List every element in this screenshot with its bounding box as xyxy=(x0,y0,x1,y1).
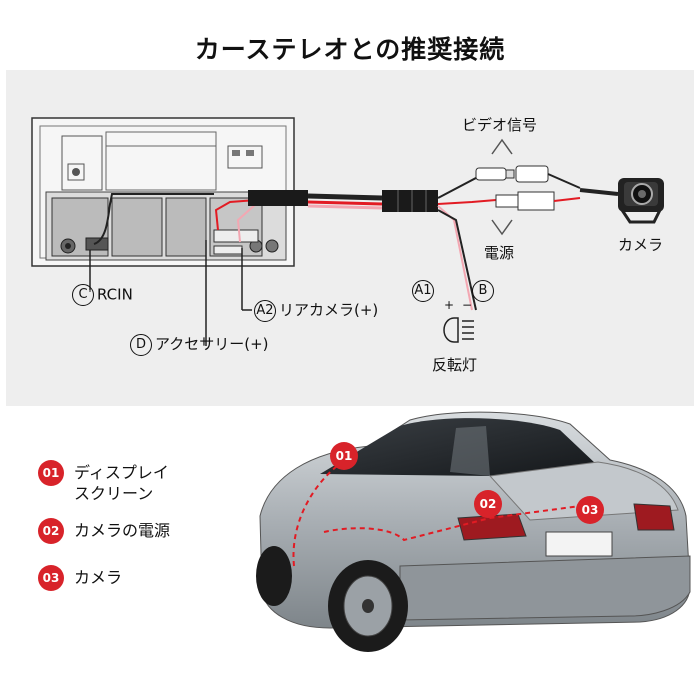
reverse-light-label: 反転灯 xyxy=(432,356,478,374)
b-letter: B xyxy=(472,280,494,302)
car-badge-01: 01 xyxy=(330,442,358,470)
b-label: B xyxy=(472,280,497,302)
plus-sign: + xyxy=(444,298,455,312)
accessory-text: アクセサリー(+) xyxy=(155,335,269,353)
legend-badge: 01 xyxy=(38,460,64,486)
rcin-letter: C xyxy=(72,284,94,306)
minus-sign: − xyxy=(462,298,473,312)
rcin-text: RCIN xyxy=(97,285,133,304)
legend-badge: 02 xyxy=(38,518,64,544)
pointer-lines xyxy=(89,240,252,346)
reverse-light-icon xyxy=(443,317,474,343)
camera-label: カメラ xyxy=(618,236,664,254)
car-illustration xyxy=(256,411,691,652)
legend-text: カメラの電源 xyxy=(74,521,171,540)
legend-item-camera: 03 カメラ xyxy=(38,565,123,591)
a1-label: A1 xyxy=(412,280,437,302)
wiring-diagram xyxy=(31,117,664,346)
accessory-letter: D xyxy=(130,333,152,356)
car-badge-02: 02 xyxy=(474,490,502,518)
rear-camera-text: リアカメラ(+) xyxy=(279,301,379,319)
a1-letter: A1 xyxy=(412,280,434,302)
page-title: カーステレオとの推奨接続 xyxy=(194,35,506,64)
video-signal-label: ビデオ信号 xyxy=(462,116,538,134)
legend-item-camera-power: 02 カメラの電源 xyxy=(38,518,171,544)
car-badge-03: 03 xyxy=(576,496,604,524)
rear-camera-letter: A2 xyxy=(254,299,276,322)
legend-text: ディスプレイ スクリーン xyxy=(74,463,169,503)
wiring-harness xyxy=(93,138,619,311)
legend-item-display: 01 ディスプレイ スクリーン xyxy=(38,460,169,504)
legend-badge: 03 xyxy=(38,565,64,591)
camera-icon xyxy=(618,178,664,224)
power-label: 電源 xyxy=(484,244,515,262)
legend-text: カメラ xyxy=(74,568,123,587)
